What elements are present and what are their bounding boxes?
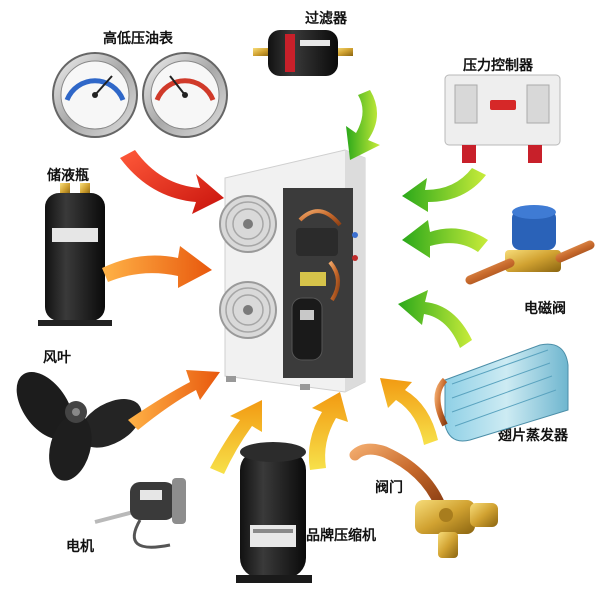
condensing-unit <box>219 149 366 393</box>
label-filter: 过滤器 <box>305 11 347 27</box>
unit-fan-top-icon <box>219 195 277 253</box>
label-valve: 阀门 <box>375 480 403 496</box>
label-compressor: 品牌压缩机 <box>306 528 376 544</box>
motor-image <box>94 478 186 549</box>
solenoid-valve-image <box>465 205 595 285</box>
label-solenoid-valve: 电磁阀 <box>524 301 566 317</box>
label-fan: 风叶 <box>43 350 71 366</box>
filter-image <box>253 30 353 76</box>
arrow-evaporator <box>398 290 472 348</box>
arrow-solenoid <box>402 220 488 258</box>
arrow-motor <box>210 400 262 474</box>
label-motor: 电机 <box>66 539 94 555</box>
arrow-filter <box>346 90 380 160</box>
fan-image <box>16 371 142 481</box>
arrow-receiver <box>102 246 212 288</box>
label-pressure-controller: 压力控制器 <box>463 58 533 74</box>
valve-image <box>349 443 498 558</box>
evaporator-image <box>434 343 569 442</box>
arrow-pressure-controller <box>402 168 486 212</box>
receiver-image <box>38 183 112 326</box>
arrow-compressor <box>308 392 348 470</box>
label-evaporator: 翅片蒸发器 <box>498 428 568 444</box>
pressure-controller-image <box>444 74 561 163</box>
compressor-image <box>236 442 312 583</box>
gauges-image <box>52 52 228 138</box>
label-gauges: 高低压油表 <box>103 31 173 47</box>
label-receiver: 储液瓶 <box>47 168 89 184</box>
arrow-valve <box>380 378 438 445</box>
arrow-fan <box>128 370 220 430</box>
unit-fan-bottom-icon <box>219 281 277 339</box>
arrow-gauges <box>120 150 224 214</box>
